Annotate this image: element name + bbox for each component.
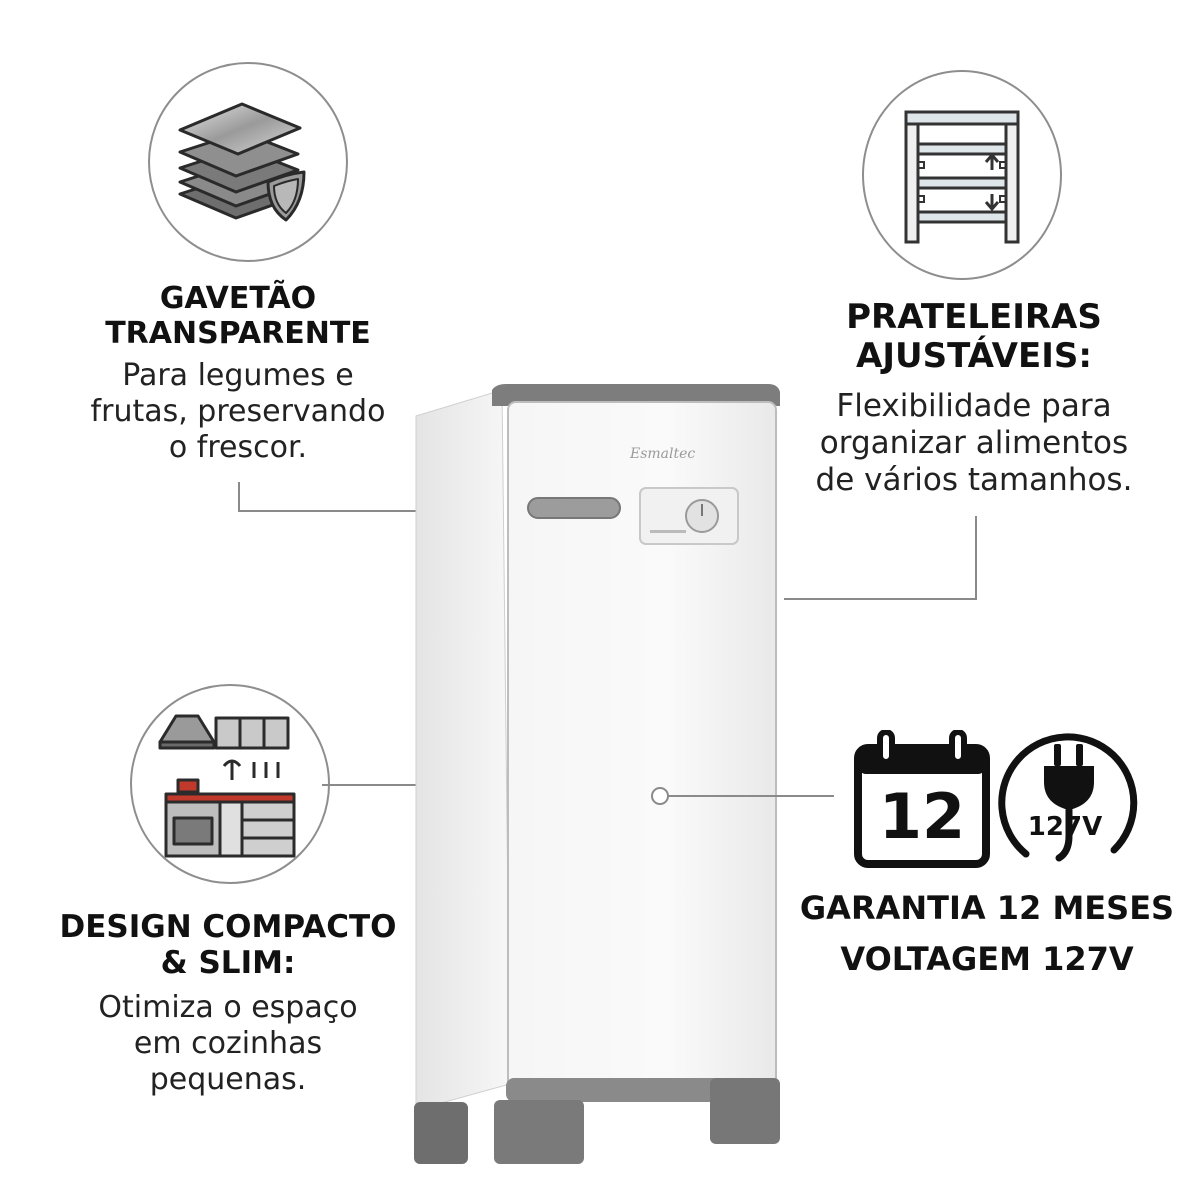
refrigerator-illustration: Esmaltec	[414, 384, 780, 1164]
calendar-number: 12	[878, 780, 966, 853]
voltage-line: VOLTAGEM 127V	[840, 939, 1134, 978]
design-feature-title: DESIGN COMPACTO & SLIM:	[40, 909, 416, 981]
warranty-text: GARANTIA 12 MESES VOLTAGEM 127V	[796, 890, 1178, 978]
shelves-feature-description: Flexibilidade para organizar alimentos d…	[790, 388, 1158, 500]
shelves-title-line1: PRATELEIRAS	[846, 297, 1102, 337]
design-feature-description: Otimiza o espaço em cozinhas pequenas.	[40, 990, 416, 1098]
drawer-feature-description: Para legumes e frutas, preservando o fre…	[40, 358, 436, 466]
fridge-brand-logo: Esmaltec	[629, 446, 695, 462]
drawer-connector-horizontal	[238, 510, 416, 512]
design-connector	[322, 784, 416, 786]
shelves-connector-horizontal	[784, 598, 977, 600]
shelves-connector-vertical	[975, 516, 977, 600]
drawer-connector-vertical	[238, 482, 240, 512]
plug-icon	[998, 733, 1138, 862]
adjustable-shelves-icon	[904, 110, 1020, 244]
drawer-title-line1: GAVETÃO	[159, 281, 317, 316]
design-desc-line3: pequenas.	[149, 1062, 307, 1097]
shelves-feature-title: PRATELEIRAS AJUSTÁVEIS:	[790, 297, 1158, 377]
design-feature-icon-circle	[130, 684, 330, 884]
design-desc-line2: em cozinhas	[133, 1026, 323, 1061]
fridge-top-trim	[492, 384, 780, 406]
calendar-icon	[854, 730, 990, 868]
warranty-line: GARANTIA 12 MESES	[799, 889, 1175, 927]
drawer-desc-line1: Para legumes e	[122, 358, 354, 393]
fridge-door-handle	[527, 497, 621, 519]
design-title-line2: & SLIM:	[160, 944, 296, 981]
shelves-title-line2: AJUSTÁVEIS:	[856, 336, 1092, 377]
drawer-feature-icon-circle	[148, 62, 348, 262]
warranty-connector	[668, 795, 834, 797]
design-desc-line1: Otimiza o espaço	[98, 990, 358, 1025]
shelves-desc-line1: Flexibilidade para	[836, 388, 1112, 424]
kitchen-icon	[158, 714, 296, 858]
fridge-side-panel	[415, 389, 511, 1111]
stacked-plates-shield-icon	[178, 102, 306, 222]
drawer-title-line2: TRANSPARENTE	[105, 315, 371, 351]
shelves-feature-icon-circle	[862, 70, 1062, 280]
fridge-foot-left	[414, 1102, 468, 1164]
drawer-feature-title: GAVETÃO TRANSPARENTE	[60, 281, 416, 351]
voltage-badge: 127V	[1027, 812, 1103, 842]
drawer-desc-line2: frutas, preservando	[90, 394, 386, 429]
fridge-foot-right	[710, 1078, 780, 1144]
shelves-desc-line2: organizar alimentos	[819, 425, 1129, 462]
drawer-desc-line3: o frescor.	[168, 430, 308, 465]
fridge-lock-indicator	[651, 787, 669, 805]
shelves-desc-line3: de vários tamanhos.	[815, 462, 1133, 499]
fridge-foot-center	[494, 1100, 584, 1164]
design-title-line1: DESIGN COMPACTO	[59, 909, 397, 945]
